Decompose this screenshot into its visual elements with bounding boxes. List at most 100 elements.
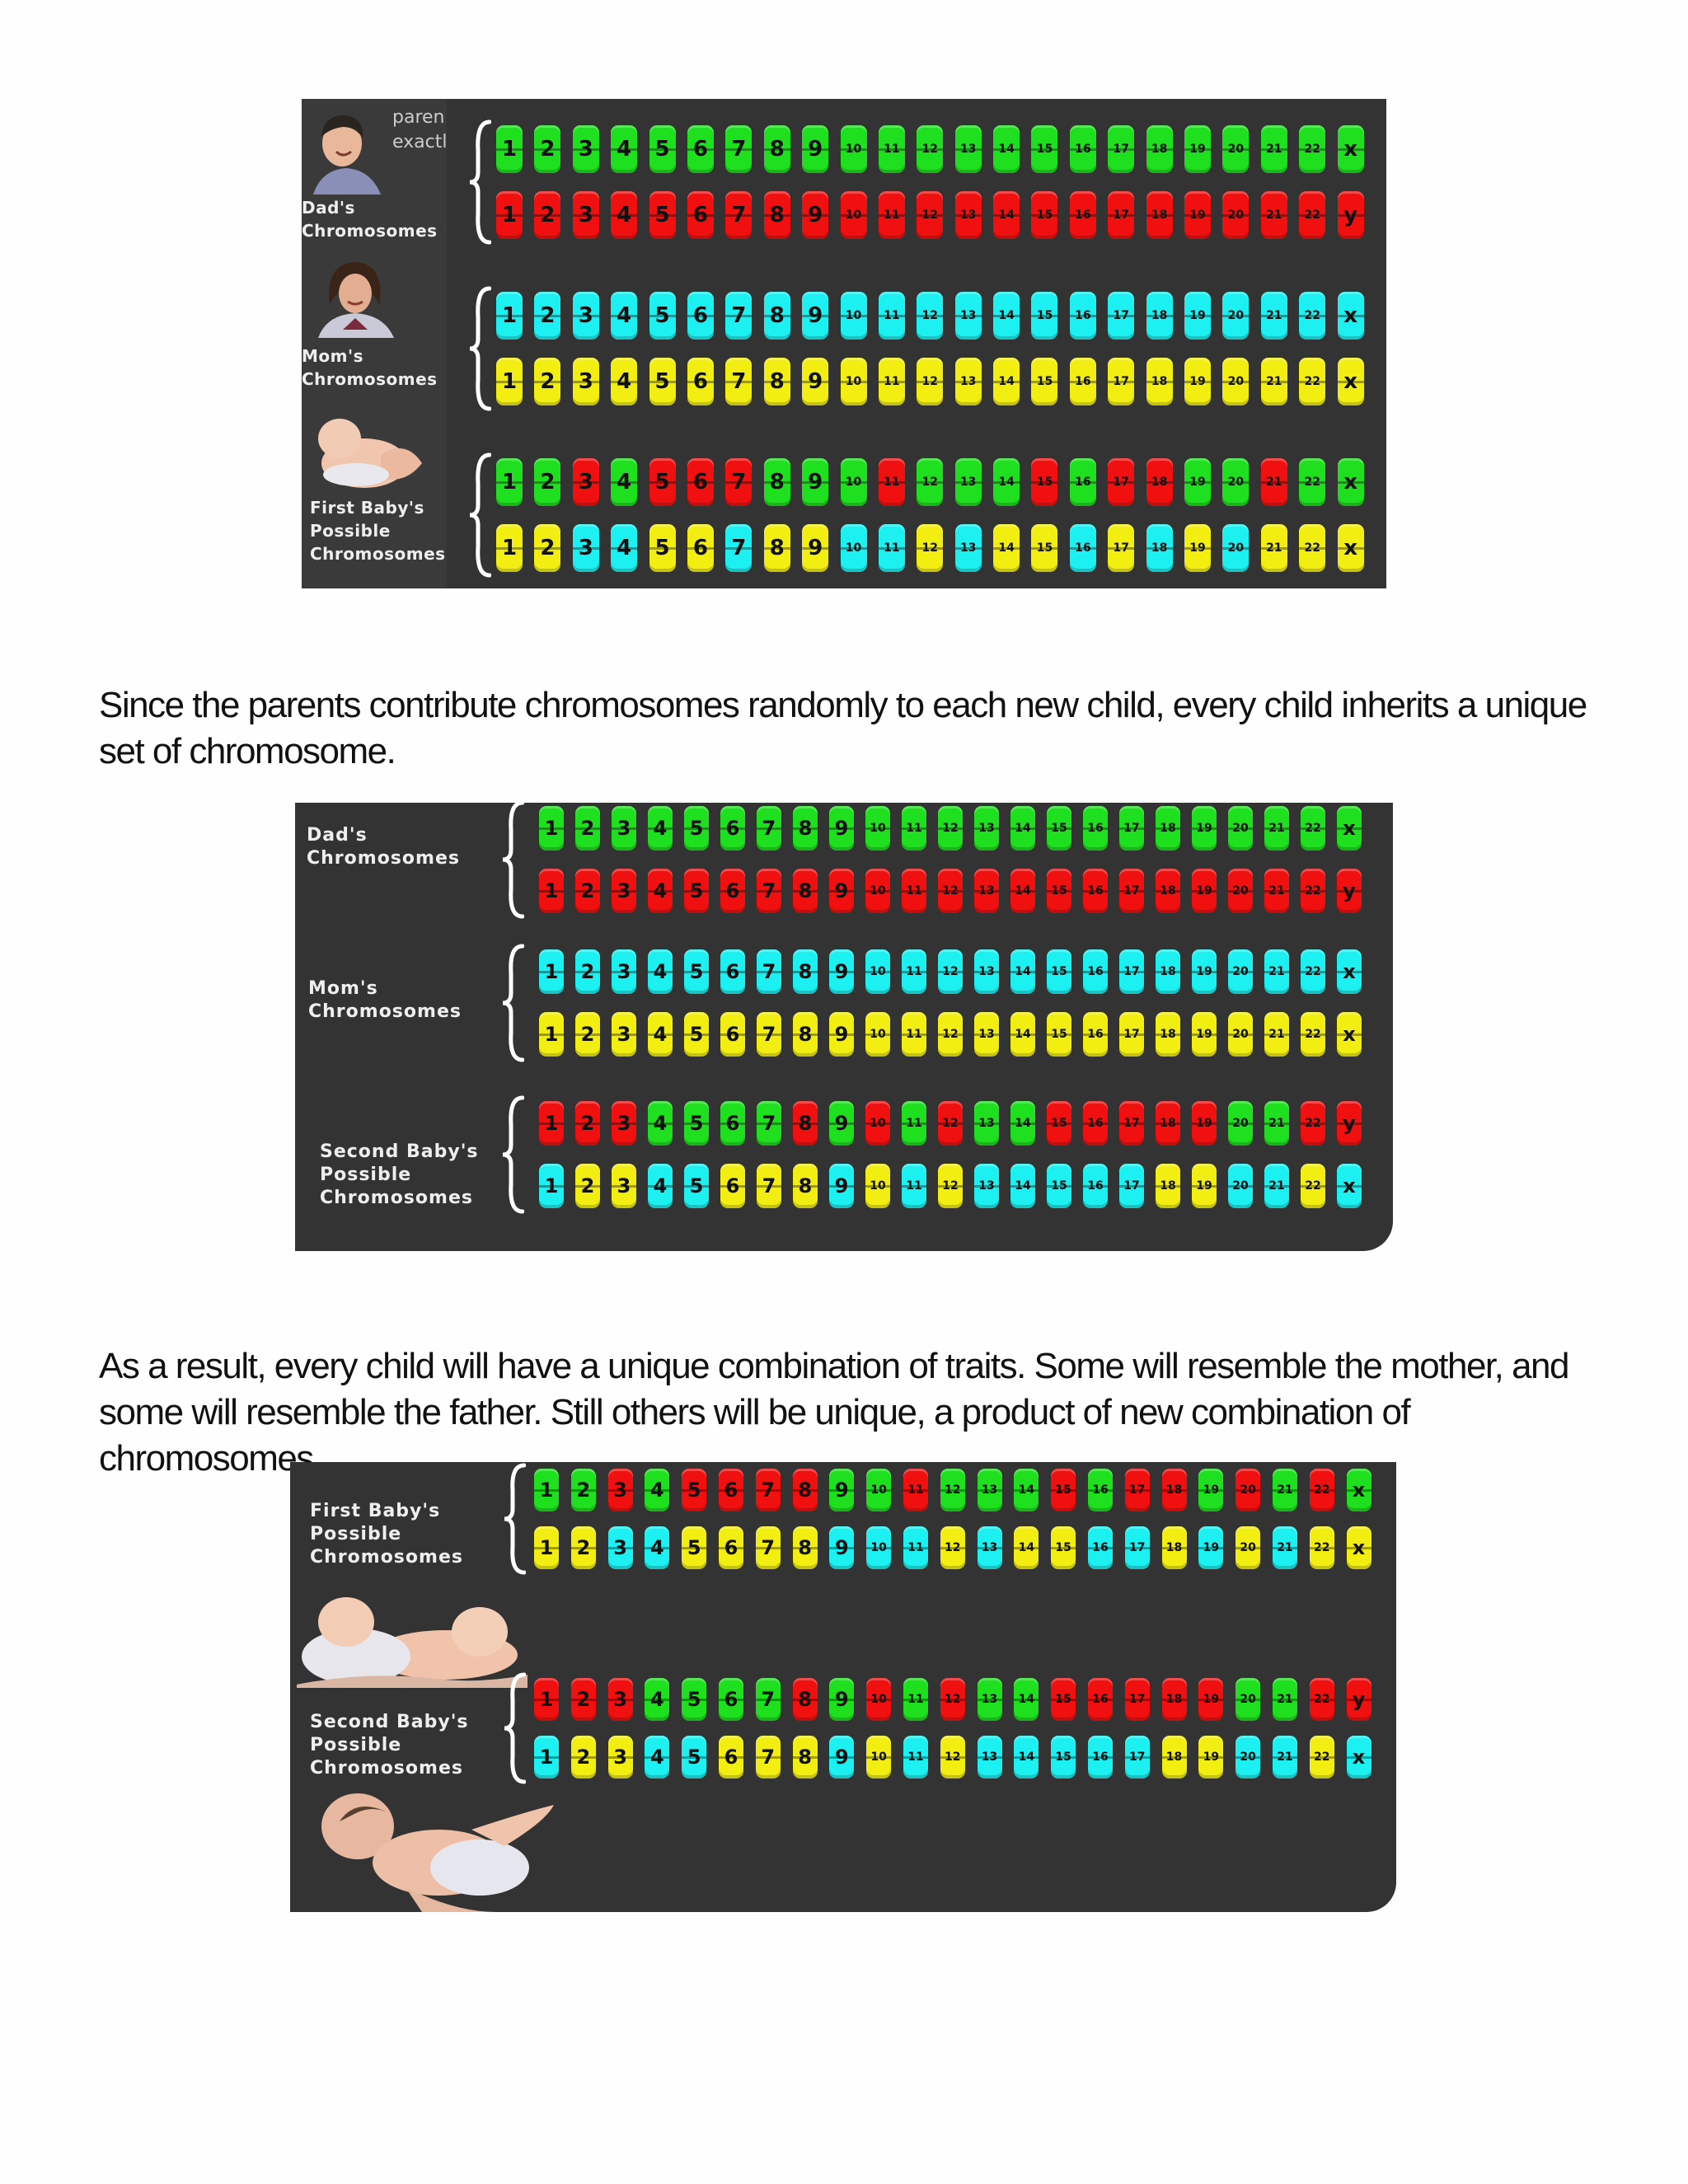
chromosome-number: 11 — [884, 209, 900, 222]
chromosome-number: 9 — [835, 1746, 849, 1769]
chromosome-number: 14 — [1018, 1541, 1035, 1554]
chromosome: 9 — [829, 1678, 855, 1721]
chromosome: 2 — [575, 1164, 600, 1208]
chromosome: 9 — [802, 358, 829, 405]
chromosome-number: 16 — [1075, 309, 1091, 322]
chromosome: x — [1346, 1736, 1372, 1779]
chromosome: 18 — [1156, 806, 1180, 851]
chromosome-number: 15 — [1036, 143, 1053, 156]
chromosome: 1 — [496, 191, 523, 239]
chromosome-number: 16 — [1087, 1179, 1104, 1193]
chromosome: 21 — [1260, 191, 1287, 239]
chromosome-number: 11 — [907, 1750, 924, 1764]
first-baby-label: First Baby's Possible Chromosomes — [310, 498, 446, 564]
chromosome-number: 4 — [650, 1688, 664, 1711]
chromosome: x — [1337, 1164, 1362, 1208]
chromosome: 5 — [684, 1012, 709, 1057]
chromosome-number: 19 — [1196, 1028, 1212, 1041]
chromosome-number: 22 — [1304, 143, 1320, 156]
chromosome: 3 — [607, 1469, 633, 1511]
chromosome: 8 — [763, 524, 790, 572]
chromosome-number: 20 — [1227, 209, 1245, 222]
chromosome: 19 — [1184, 524, 1212, 572]
chromosome: 15 — [1047, 869, 1071, 913]
chromosome: 18 — [1146, 358, 1173, 405]
chromosome: 17 — [1108, 191, 1135, 239]
chromosome: 11 — [902, 806, 926, 851]
brace-icon — [502, 803, 524, 919]
figure-parents-second-baby: Dad's Chromosomes Mom's Chromosomes Seco… — [295, 803, 1393, 1251]
chromosome-number: 17 — [1113, 309, 1129, 322]
chromosome: 18 — [1156, 869, 1180, 913]
chromosome-number: 21 — [1266, 541, 1282, 555]
chromosome: 20 — [1228, 1012, 1253, 1057]
chromosome: 5 — [684, 1164, 709, 1208]
chromosome-number: 14 — [998, 309, 1015, 322]
chromosome-number: 10 — [870, 1541, 887, 1554]
chromosome-number: 21 — [1268, 884, 1285, 898]
chromosome-number: 21 — [1268, 822, 1285, 835]
chromosome-number: 21 — [1277, 1693, 1293, 1706]
chromosome: 17 — [1119, 949, 1144, 994]
chromosome: 15 — [1047, 949, 1071, 994]
chromosome-number: 1 — [539, 1746, 554, 1769]
chromosome-number: y — [1343, 1112, 1356, 1135]
chromosome: 12 — [917, 458, 944, 506]
chromosome: 13 — [954, 191, 982, 239]
chromosome: 3 — [572, 292, 599, 340]
chromosome: 2 — [575, 869, 600, 913]
chromosome: 2 — [570, 1736, 596, 1779]
chromosome-number: 6 — [724, 1688, 738, 1711]
chromosome-number: x — [1343, 1023, 1356, 1046]
chromosome: 20 — [1228, 1164, 1253, 1208]
chromosome: 17 — [1108, 524, 1135, 572]
chromosome-number: 18 — [1165, 1541, 1183, 1554]
chromosome: 3 — [572, 524, 599, 572]
chromosome-number: 18 — [1160, 1179, 1176, 1193]
chromosome-number: 12 — [942, 884, 959, 898]
chromosome: 17 — [1108, 292, 1135, 340]
chromosome: 12 — [938, 1164, 963, 1208]
chromosome: 1 — [496, 292, 523, 340]
chromosome: 11 — [903, 1678, 928, 1721]
chromosome: 9 — [829, 1526, 855, 1569]
chromosome: 7 — [725, 358, 753, 405]
chromosome-number: 11 — [907, 1541, 924, 1554]
chromosome: 19 — [1198, 1469, 1224, 1511]
chromosome: 22 — [1301, 1012, 1325, 1057]
chromosome-number: 21 — [1268, 1117, 1285, 1130]
chromosome-number: 20 — [1232, 1179, 1249, 1193]
chromosome-number: 19 — [1189, 209, 1206, 222]
chromosome: 7 — [755, 1526, 781, 1569]
chromosome-number: 2 — [580, 1174, 595, 1197]
chromosome-number: 1 — [501, 470, 518, 494]
chromosome-number: 13 — [959, 209, 977, 222]
chromosome: 2 — [575, 949, 600, 994]
dad-avatar-icon — [305, 104, 387, 194]
chromosome-number: 2 — [576, 1536, 591, 1559]
chromosome-number: 10 — [870, 1117, 886, 1130]
chromosome-number: 8 — [769, 203, 785, 227]
chromosome-number: 16 — [1092, 1483, 1109, 1497]
chromosome-number: 20 — [1232, 1117, 1249, 1130]
chromosome-number: 3 — [613, 1479, 627, 1502]
chromosome-number: x — [1343, 303, 1357, 328]
chromosome: 22 — [1309, 1469, 1334, 1511]
chromosome-number: 3 — [578, 536, 593, 560]
chromosome-number: 7 — [762, 879, 776, 902]
chromosome-number: y — [1343, 879, 1356, 902]
chromosome-number: 5 — [687, 1536, 701, 1559]
chromosome: 20 — [1222, 458, 1250, 506]
chromosome-number: 7 — [731, 536, 747, 560]
chromosome-number: 16 — [1092, 1693, 1109, 1706]
chromosome: 6 — [720, 949, 745, 994]
chromosome-number: 13 — [981, 1483, 998, 1497]
chromosome: 17 — [1124, 1678, 1150, 1721]
chromosome: 7 — [757, 1012, 781, 1057]
first-baby-image-icon — [297, 1597, 528, 1688]
chromosome-number: 2 — [540, 470, 556, 494]
